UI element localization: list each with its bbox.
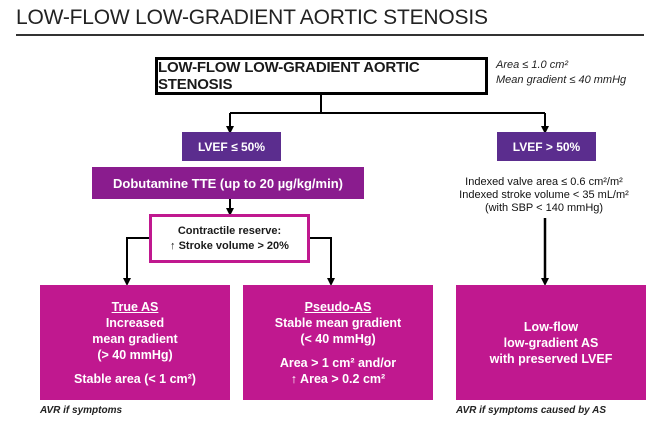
pseudo-as-line4: ↑ Area > 0.2 cm² — [290, 371, 386, 386]
lowflow-line3: with preserved LVEF — [489, 351, 613, 366]
criteria-stroke-volume: Indexed stroke volume < 35 mL/m² — [459, 189, 629, 201]
lvef-preserved-box: LVEF > 50% — [497, 132, 596, 161]
lvef-preserved-label: LVEF > 50% — [512, 139, 581, 154]
arrow-to-true-as — [123, 237, 149, 286]
page-title: LOW-FLOW LOW-GRADIENT AORTIC STENOSIS — [16, 6, 488, 29]
main-diagnosis-box: LOW-FLOW LOW-GRADIENT AORTIC STENOSIS — [155, 57, 488, 95]
lowflow-line1: Low-flow — [523, 319, 579, 334]
true-as-box: True AS Increased mean gradient (> 40 mm… — [40, 285, 230, 400]
footnote-avr-symptoms: AVR if symptoms — [40, 405, 123, 416]
contractile-reserve-condition: ↑ Stroke volume > 20% — [170, 239, 289, 252]
lowflow-preserved-box: Low-flow low-gradient AS with preserved … — [456, 285, 646, 400]
true-as-line4: Stable area (< 1 cm²) — [74, 371, 196, 386]
dobutamine-tte-box: Dobutamine TTE (up to 20 µg/kg/min) — [92, 167, 364, 199]
main-diagnosis-label: LOW-FLOW LOW-GRADIENT AORTIC STENOSIS — [158, 59, 420, 93]
lvef-reduced-label: LVEF ≤ 50% — [197, 139, 266, 154]
lvef-reduced-box: LVEF ≤ 50% — [182, 132, 281, 161]
pseudo-as-line3: Area > 1 cm² and/or — [279, 355, 397, 370]
pseudo-as-line2: (< 40 mmHg) — [300, 331, 376, 346]
contractile-reserve-title: Contractile reserve: — [177, 224, 282, 237]
footnote-avr-symptoms-as: AVR if symptoms caused by AS — [456, 405, 607, 416]
main-criteria-gradient: Mean gradient ≤ 40 mmHg — [496, 74, 627, 86]
contractile-reserve-box: Contractile reserve: ↑ Stroke volume > 2… — [149, 214, 310, 263]
dobutamine-tte-label: Dobutamine TTE (up to 20 µg/kg/min) — [113, 175, 343, 191]
pseudo-as-title: Pseudo-AS — [304, 299, 372, 314]
true-as-line3: (> 40 mmHg) — [97, 347, 173, 362]
lowflow-line2: low-gradient AS — [503, 335, 599, 350]
true-as-title: True AS — [111, 299, 159, 314]
criteria-valve-area: Indexed valve area ≤ 0.6 cm²/m² — [465, 176, 623, 188]
criteria-sbp: (with SBP < 140 mmHg) — [484, 202, 604, 214]
preserved-criteria: Indexed valve area ≤ 0.6 cm²/m² Indexed … — [444, 176, 644, 215]
true-as-line2: mean gradient — [92, 331, 178, 346]
title-divider — [16, 34, 644, 36]
main-criteria-area: Area ≤ 1.0 cm² — [496, 59, 569, 71]
arrow-to-pseudo-as — [310, 237, 335, 286]
main-criteria-note: Area ≤ 1.0 cm² Mean gradient ≤ 40 mmHg — [496, 58, 626, 88]
pseudo-as-box: Pseudo-AS Stable mean gradient (< 40 mmH… — [243, 285, 433, 400]
pseudo-as-line1: Stable mean gradient — [274, 315, 402, 330]
true-as-line1: Increased — [105, 315, 165, 330]
